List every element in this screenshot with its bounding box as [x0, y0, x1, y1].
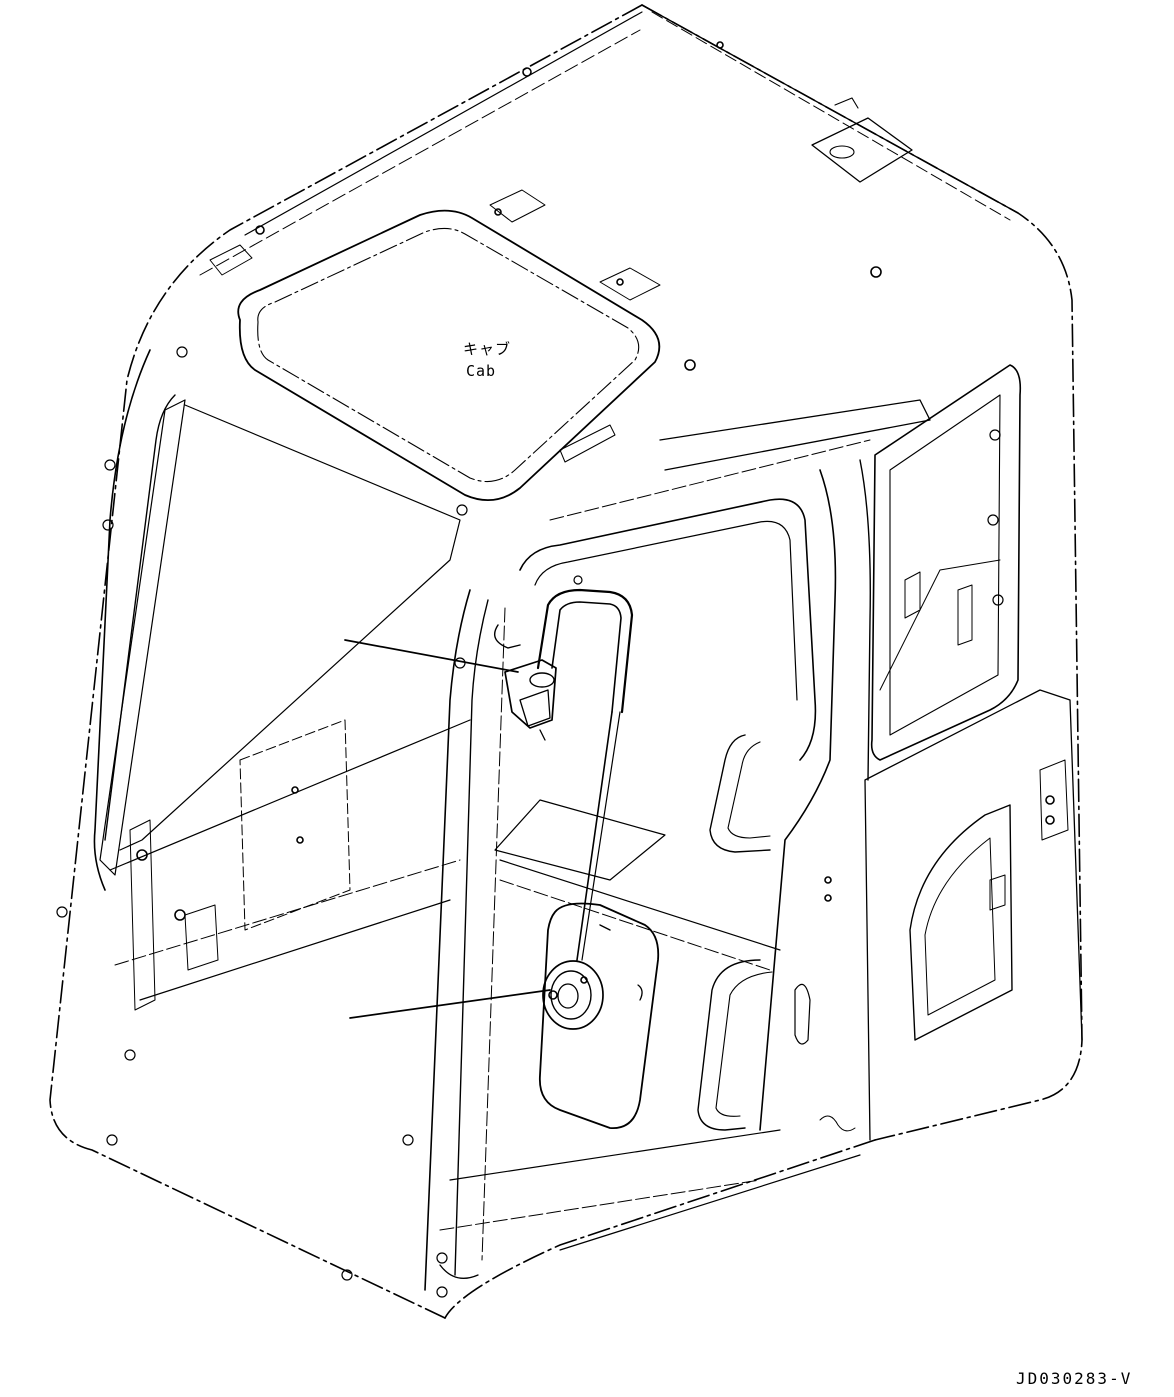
mirror-head[interactable]	[538, 902, 660, 1129]
mirror-stay[interactable]	[536, 588, 634, 961]
cab-frame	[93, 349, 1083, 1291]
drawing-code: JD030283-V	[1016, 1369, 1133, 1388]
leader-line-mirror	[349, 989, 551, 1019]
cab-interior	[109, 719, 861, 1279]
cab-label-japanese: キャブ	[463, 340, 512, 358]
frame-bolts	[56, 346, 1004, 1298]
skylight-window	[237, 209, 661, 502]
leader-line-bracket	[344, 639, 519, 673]
mirror-bracket[interactable]	[494, 624, 557, 741]
rear-details	[819, 571, 1069, 1132]
cab-label-english: Cab	[466, 362, 497, 380]
cab-roof	[199, 4, 1019, 463]
leader-lines	[344, 639, 551, 1019]
cab-outline	[49, 4, 1083, 1319]
